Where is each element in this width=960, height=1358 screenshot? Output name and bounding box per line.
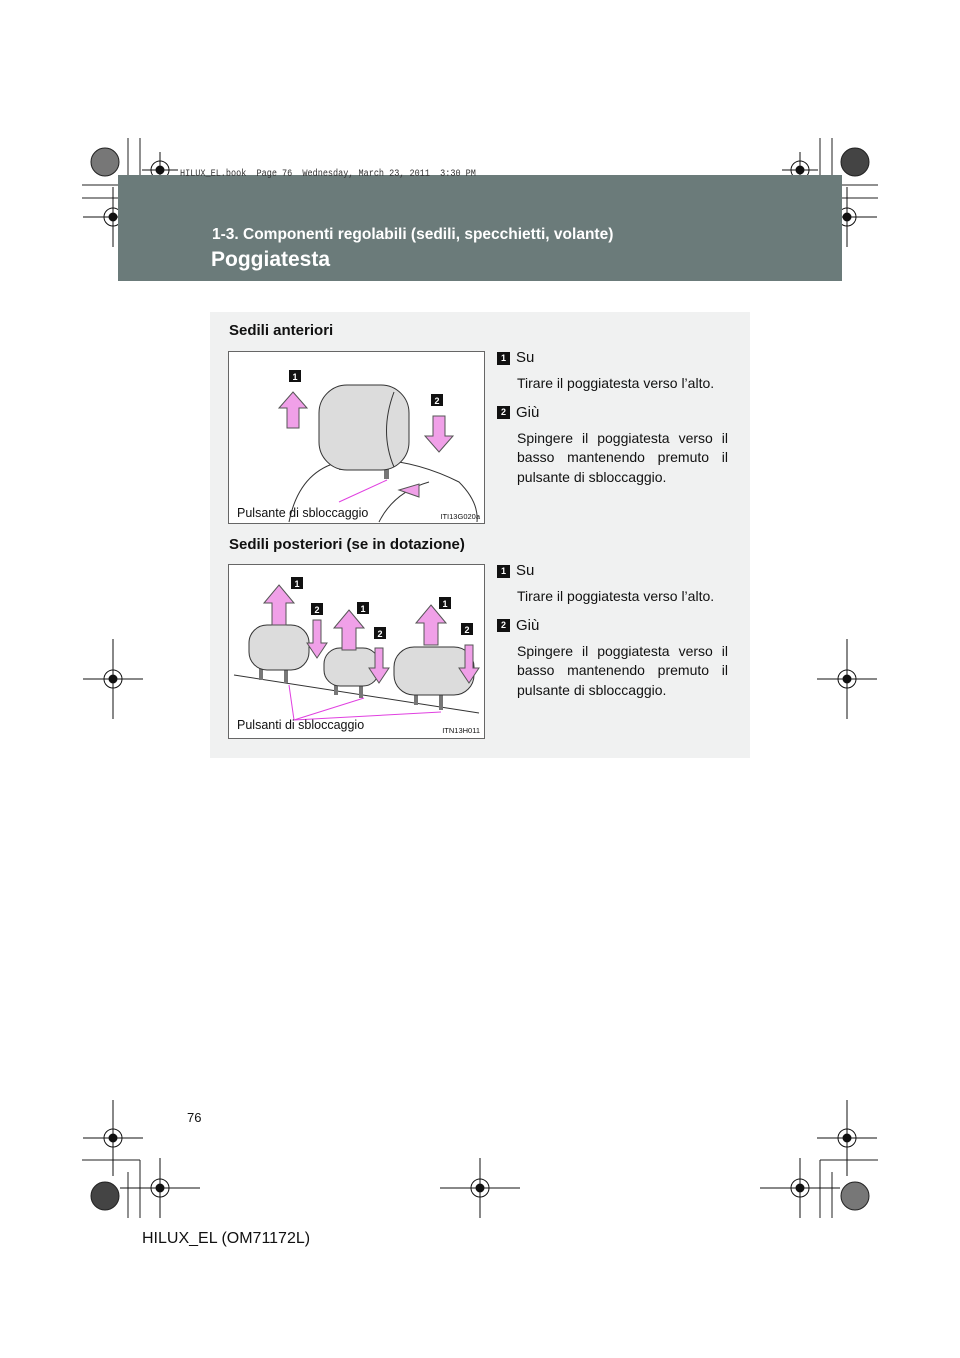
front-figure: 1 2 Pulsante di sbloccaggio ITI13G020a [228,351,485,524]
page-number: 76 [187,1110,202,1125]
rear-headrests-illustration: 1 2 1 2 1 2 [233,577,480,721]
svg-text:2: 2 [434,396,439,406]
item-title: Giù [516,616,540,634]
figure-code: ITI13G020a [440,512,480,521]
rear-heading: Sedili posteriori (se in dotazione) [229,536,465,553]
svg-text:1: 1 [360,604,365,614]
number-badge: 1 [497,564,510,578]
svg-text:1: 1 [292,372,297,382]
svg-text:2: 2 [464,625,469,635]
item-text: Spingere il poggiatesta verso il basso m… [517,642,728,698]
header-band [118,175,842,281]
item-title: Giù [516,403,540,421]
rear-figure: 1 2 1 2 1 2 Pulsanti di sbloccaggio ITN1… [228,564,485,739]
number-badge: 2 [497,619,510,633]
number-badge: 2 [497,406,510,420]
figure-label: Pulsante di sbloccaggio [237,506,369,520]
footer-model: HILUX_EL (OM71172L) [142,1230,311,1247]
item-text: Tirare il poggiatesta verso l’alto. [517,588,715,604]
svg-text:1: 1 [294,579,299,589]
item-title: Su [516,562,535,579]
front-headrest-illustration: 1 2 [277,370,478,523]
section-title: 1-3. Componenti regolabili (sedili, spec… [212,226,614,243]
svg-text:2: 2 [377,629,382,639]
number-badge: 1 [497,351,510,365]
figure-label: Pulsanti di sbloccaggio [237,718,365,732]
front-heading: Sedili anteriori [229,322,334,339]
svg-text:2: 2 [314,605,319,615]
figure-code: ITN13H011 [442,726,480,735]
page-title: Poggiatesta [211,248,331,271]
item-text: Spingere il poggiatesta verso il basso m… [517,429,728,485]
item-text: Tirare il poggiatesta verso l’alto. [517,375,715,391]
item-title: Su [516,349,535,366]
svg-text:1: 1 [442,599,447,609]
book-info-line: HILUX_EL.book Page 76 Wednesday, March 2… [180,169,476,180]
